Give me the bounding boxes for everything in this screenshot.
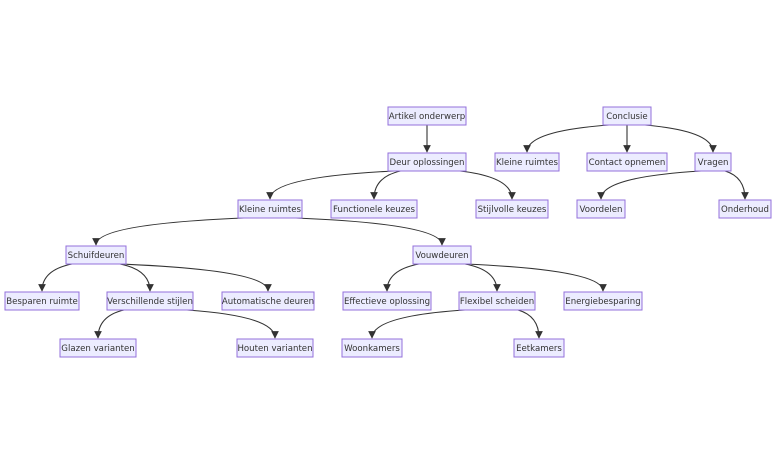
node-energiebesparing: Energiebesparing: [563, 291, 643, 311]
node-box: [221, 291, 315, 311]
node-label: Automatische deuren: [222, 297, 314, 307]
node-conclusie: Conclusie: [602, 106, 652, 126]
node-box: [387, 106, 467, 126]
node-label: Stijlvolle keuzes: [478, 205, 547, 215]
edge-deur-to-kleine: [266, 170, 395, 200]
node-woonkamers: Woonkamers: [341, 338, 403, 358]
edge-vragen-to-onderhoud: [724, 170, 749, 200]
node-label: Vouwdeuren: [415, 251, 468, 261]
node-label: Verschillende stijlen: [107, 297, 193, 307]
edge-vouw-to-effectieve: [383, 263, 420, 292]
node-label: Deur oplossingen: [390, 158, 465, 168]
node-label: Functionele keuzes: [333, 205, 415, 215]
node-label: Artikel onderwerp: [389, 112, 466, 122]
node-label: Voordelen: [580, 205, 623, 215]
node-box: [563, 291, 643, 311]
node-flexibel-scheiden: Flexibel scheiden: [458, 291, 536, 311]
node-label: Contact opnemen: [589, 158, 666, 168]
node-box: [330, 199, 418, 219]
node-vouwdeuren: Vouwdeuren: [412, 245, 472, 265]
node-box: [718, 199, 772, 219]
node-label: Vragen: [698, 158, 729, 168]
node-label: Besparen ruimte: [6, 297, 78, 307]
node-label: Kleine ruimtes: [496, 158, 559, 168]
node-box: [586, 152, 668, 172]
node-effectieve-oplossing: Effectieve oplossing: [342, 291, 432, 311]
node-box: [237, 199, 303, 219]
edge-layer: [38, 124, 749, 339]
node-schuifdeuren: Schuifdeuren: [65, 245, 127, 265]
edge-kleine-to-schuif: [92, 217, 245, 246]
edge-deur-to-stijlvolle: [459, 170, 516, 200]
node-box: [513, 338, 565, 358]
node-houten-varianten: Houten varianten: [236, 338, 314, 358]
node-stijlvolle-keuzes: Stijlvolle keuzes: [475, 199, 549, 219]
node-label: Effectieve oplossing: [344, 297, 430, 307]
node-kleine-ruimtes: Kleine ruimtes: [237, 199, 303, 219]
node-label: Onderhoud: [721, 205, 769, 215]
node-deur-oplossingen: Deur oplossingen: [387, 152, 467, 172]
edge-schuif-to-automatische: [119, 263, 272, 292]
node-box: [412, 245, 472, 265]
node-box: [387, 152, 467, 172]
node-box: [65, 245, 127, 265]
node-box: [494, 152, 560, 172]
edge-verschillende-to-glazen: [94, 309, 125, 339]
edge-deur-to-functionele: [370, 170, 401, 200]
node-label: Glazen varianten: [61, 344, 134, 354]
node-box: [341, 338, 403, 358]
node-label: Kleine ruimtes: [239, 205, 302, 215]
edge-vragen-to-voordelen: [597, 170, 702, 200]
node-box: [694, 152, 732, 172]
node-contact-opnemen: Contact opnemen: [586, 152, 668, 172]
edge-flexibel-to-woonkamers: [368, 309, 466, 339]
node-box: [342, 291, 432, 311]
node-label: Conclusie: [606, 112, 647, 122]
node-label: Houten varianten: [237, 344, 312, 354]
edge-vouw-to-energie: [464, 263, 607, 292]
node-box: [106, 291, 194, 311]
edge-kleine-to-vouw: [295, 217, 446, 246]
node-label: Eetkamers: [516, 344, 562, 354]
node-verschillende-stijlen: Verschillende stijlen: [106, 291, 194, 311]
node-besparen-ruimte: Besparen ruimte: [4, 291, 80, 311]
edge-conclusie-to-kleine_conc: [523, 124, 610, 153]
node-label: Flexibel scheiden: [460, 297, 534, 307]
edge-schuif-to-verschillende: [119, 263, 154, 292]
edge-vouw-to-flexibel: [464, 263, 501, 292]
node-box: [4, 291, 80, 311]
node-functionele-keuzes: Functionele keuzes: [330, 199, 418, 219]
node-onderhoud: Onderhoud: [718, 199, 772, 219]
node-kleine-ruimtes: Kleine ruimtes: [494, 152, 560, 172]
node-voordelen: Voordelen: [576, 199, 626, 219]
node-box: [475, 199, 549, 219]
node-vragen: Vragen: [694, 152, 732, 172]
edge-flexibel-to-eetkamers: [517, 309, 543, 339]
edge-conclusie-to-vragen: [644, 124, 717, 153]
node-box: [602, 106, 652, 126]
node-glazen-varianten: Glazen varianten: [59, 338, 137, 358]
node-automatische-deuren: Automatische deuren: [221, 291, 315, 311]
node-label: Schuifdeuren: [68, 251, 125, 261]
node-box: [458, 291, 536, 311]
node-eetkamers: Eetkamers: [513, 338, 565, 358]
node-box: [236, 338, 314, 358]
node-artikel-onderwerp: Artikel onderwerp: [387, 106, 467, 126]
node-label: Woonkamers: [344, 344, 400, 354]
edge-verschillende-to-houten: [186, 309, 279, 339]
node-box: [576, 199, 626, 219]
edge-schuif-to-besparen: [38, 263, 73, 292]
node-label: Energiebesparing: [565, 297, 640, 307]
node-box: [59, 338, 137, 358]
